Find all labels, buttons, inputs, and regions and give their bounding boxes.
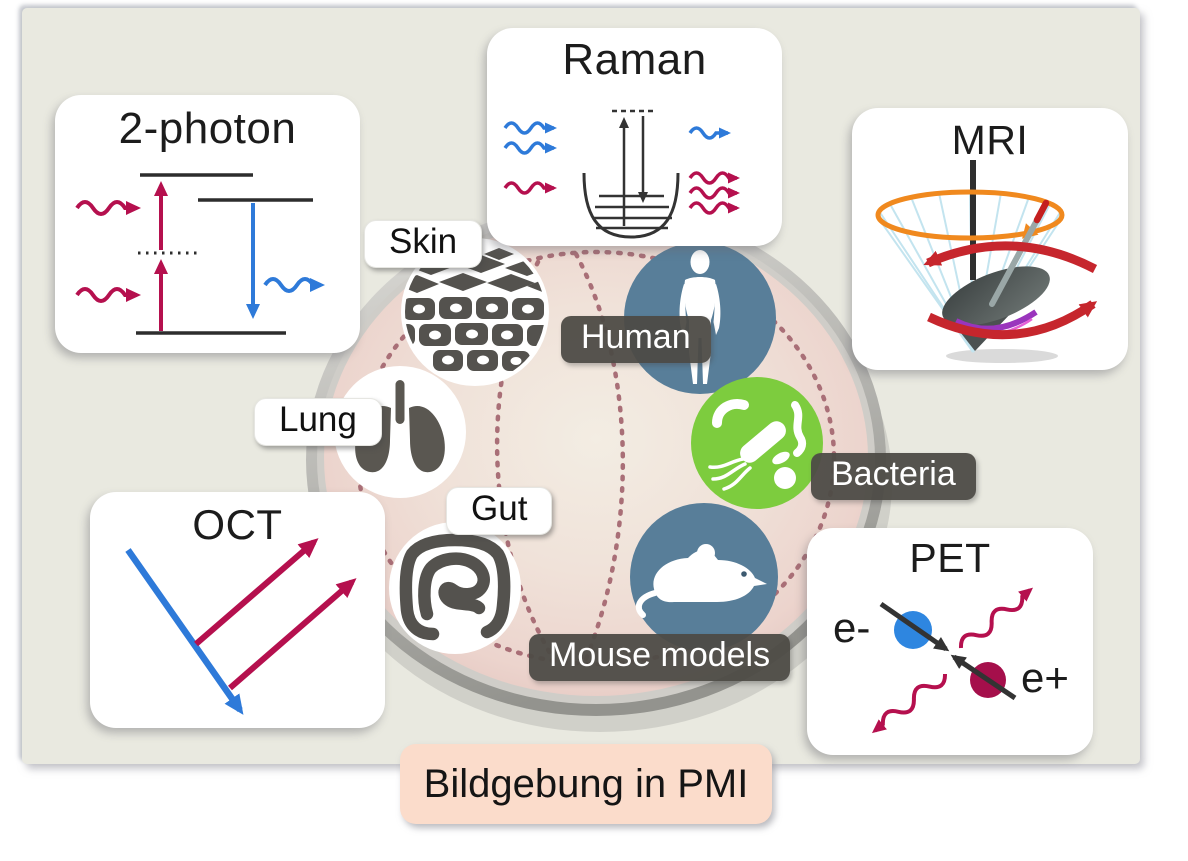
mri-diagram xyxy=(875,160,1098,363)
pet-title: PET xyxy=(909,535,991,581)
energy-levels xyxy=(136,173,313,335)
label-human: Human xyxy=(561,316,711,363)
mouse-icon xyxy=(630,503,778,651)
precession-orbit xyxy=(875,189,1065,241)
bacteria-icon xyxy=(691,377,823,509)
label-gut: Gut xyxy=(446,487,553,535)
spin-rotation-arrows xyxy=(923,241,1098,340)
skin-icon xyxy=(401,238,549,386)
oct-title: OCT xyxy=(192,501,283,548)
figure-caption: Bildgebung in PMI xyxy=(400,744,772,824)
gut-icon xyxy=(389,522,521,654)
label-bacteria: Bacteria xyxy=(811,453,976,500)
two-photon-title: 2-photon xyxy=(118,104,297,153)
raman-diagram xyxy=(503,109,740,239)
incident-beam xyxy=(125,548,244,715)
annihilation-arrows xyxy=(879,601,1017,701)
top-shadow xyxy=(946,349,1058,363)
pump-photons xyxy=(503,121,731,155)
label-mouse-models: Mouse models xyxy=(529,634,791,681)
backscattered-beams xyxy=(194,538,357,691)
oct-diagram xyxy=(125,538,357,715)
card-oct: OCT xyxy=(90,492,385,728)
mri-title: MRI xyxy=(951,117,1029,163)
purple-band xyxy=(954,309,1038,332)
raman-title: Raman xyxy=(562,35,707,84)
label-skin: Skin xyxy=(364,220,483,268)
emission-arrows xyxy=(246,203,325,319)
card-pet: PET e- e+ xyxy=(807,528,1093,755)
card-raman: Raman xyxy=(487,28,782,246)
label-lung: Lung xyxy=(254,398,382,446)
two-photon-diagram xyxy=(75,173,325,335)
potential-well xyxy=(582,109,680,239)
card-two-photon: 2-photon xyxy=(55,95,360,353)
stokes-photons xyxy=(503,171,740,215)
gamma-photons xyxy=(871,587,1034,734)
excitation-arrows xyxy=(75,181,168,331)
positron-label: e+ xyxy=(1021,654,1069,701)
electron-label: e- xyxy=(833,604,871,651)
card-mri: MRI xyxy=(852,108,1128,370)
pet-diagram xyxy=(871,587,1034,734)
tilted-spin-axis xyxy=(989,204,1047,307)
